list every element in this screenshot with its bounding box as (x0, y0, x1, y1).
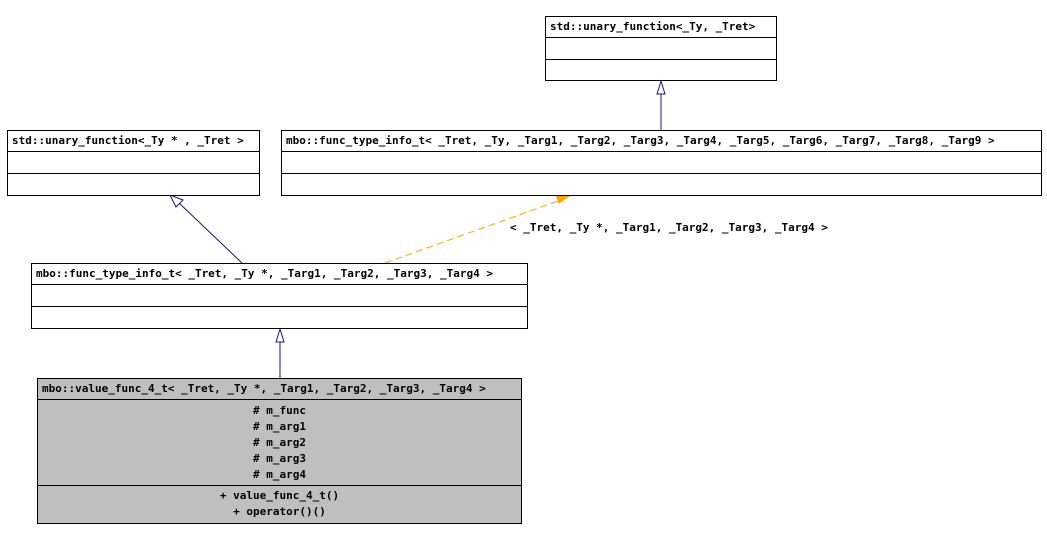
methods-section: + value_func_4_t() + operator()() (38, 486, 521, 524)
inheritance-arrowhead-func-type-info-4 (168, 194, 184, 208)
class-title: std::unary_function<_Ty, _Tret> (546, 17, 776, 38)
attributes-section (8, 152, 259, 174)
inheritance-arrowhead-func-type-info-generic (656, 79, 666, 95)
attributes-section (282, 152, 1041, 174)
attributes-section: # m_func # m_arg1 # m_arg2 # m_arg3 # m_… (38, 400, 521, 486)
template-arrowhead (555, 194, 571, 204)
attribute-m-arg2: # m_arg2 (253, 436, 306, 449)
method-constructor: + value_func_4_t() (219, 489, 340, 502)
methods-section (8, 174, 259, 196)
template-binding-label: < _Tret, _Ty *, _Targ1, _Targ2, _Targ3, … (510, 221, 828, 234)
inheritance-edge-func-type-info-4 (178, 202, 243, 264)
class-func-type-info-4[interactable]: mbo::func_type_info_t< _Tret, _Ty *, _Ta… (31, 263, 528, 329)
attribute-m-arg4: # m_arg4 (253, 468, 306, 481)
class-title: mbo::value_func_4_t< _Tret, _Ty *, _Targ… (38, 379, 521, 400)
class-title: std::unary_function<_Ty * , _Tret > (8, 131, 259, 152)
method-call-operator: + operator()() (233, 505, 326, 518)
inheritance-arrowhead-value-func (275, 327, 285, 343)
attributes-section (32, 285, 527, 307)
attribute-m-arg3: # m_arg3 (253, 452, 306, 465)
attributes-section (546, 38, 776, 60)
methods-section (282, 174, 1041, 196)
attribute-m-arg1: # m_arg1 (253, 420, 306, 433)
class-title: mbo::func_type_info_t< _Tret, _Ty, _Targ… (282, 131, 1041, 152)
class-value-func-4[interactable]: mbo::value_func_4_t< _Tret, _Ty *, _Targ… (37, 378, 522, 524)
class-std-unary-function[interactable]: std::unary_function<_Ty, _Tret> (545, 16, 777, 81)
template-edge (384, 200, 559, 264)
class-std-unary-function-ptr[interactable]: std::unary_function<_Ty * , _Tret > (7, 130, 260, 196)
class-func-type-info-generic[interactable]: mbo::func_type_info_t< _Tret, _Ty, _Targ… (281, 130, 1042, 196)
attribute-m-func: # m_func (253, 404, 306, 417)
methods-section (546, 60, 776, 81)
class-title: mbo::func_type_info_t< _Tret, _Ty *, _Ta… (32, 264, 527, 285)
methods-section (32, 307, 527, 329)
